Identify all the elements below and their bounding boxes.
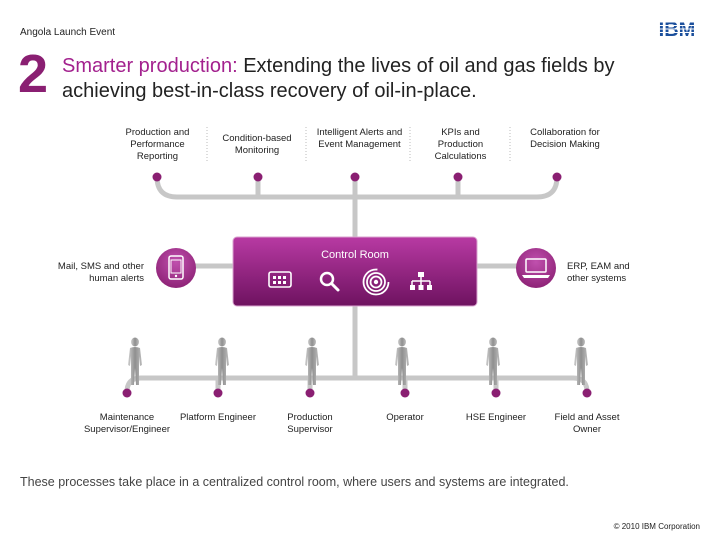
- user-label-production-supervisor: Production Supervisor: [287, 412, 333, 435]
- person-icon: [574, 337, 588, 385]
- ibm-logo: IBM: [654, 19, 700, 40]
- process-label-kpis: KPIs and Production Calculations: [434, 127, 487, 162]
- person-icon: [305, 337, 319, 385]
- label-separators: [206, 127, 511, 162]
- user-dot: [305, 388, 315, 398]
- process-label-monitoring: Condition-based Monitoring: [222, 133, 292, 156]
- process-dot: [552, 172, 562, 182]
- user-label-hse-engineer: HSE Engineer: [465, 412, 527, 423]
- user-dot: [122, 388, 132, 398]
- search-icon: [319, 271, 340, 292]
- process-label-collaboration: Collaboration for Decision Making: [530, 127, 600, 150]
- process-dots: [152, 172, 562, 182]
- wireless-signal-icon: [362, 268, 390, 296]
- user-label-platform-engineer: Platform Engineer: [179, 412, 257, 423]
- person-icon: [128, 337, 142, 385]
- user-dots: [122, 388, 592, 398]
- laptop-icon: [516, 248, 556, 288]
- network-hierarchy-icon: [410, 272, 432, 290]
- process-label-reporting: Production and Performance Reporting: [125, 127, 190, 162]
- footer-summary: These processes take place in a centrali…: [20, 475, 569, 489]
- top-connectors: [154, 174, 560, 239]
- process-dot: [253, 172, 263, 182]
- user-label-operator: Operator: [386, 412, 424, 423]
- user-figures: [128, 337, 588, 385]
- control-room-title: Control Room: [321, 249, 389, 261]
- slide-number: 2: [18, 44, 48, 104]
- user-dot: [400, 388, 410, 398]
- mail-sms-label: Mail, SMS and other human alerts: [57, 261, 144, 284]
- process-dot: [350, 172, 360, 182]
- person-icon: [486, 337, 500, 385]
- bottom-connectors: [124, 303, 590, 395]
- user-dot: [582, 388, 592, 398]
- process-dot: [453, 172, 463, 182]
- user-label-maintenance: Maintenance Supervisor/Engineer: [83, 412, 171, 435]
- user-dot: [491, 388, 501, 398]
- title-rest: Extending the lives of oil and gas field…: [62, 55, 615, 102]
- mobile-phone-icon: [156, 248, 196, 288]
- user-dot: [213, 388, 223, 398]
- dashboard-icon: [268, 271, 292, 288]
- process-label-alerts: Intelligent Alerts and Event Management: [316, 127, 403, 150]
- person-icon: [215, 337, 229, 385]
- control-room: Control Room: [232, 236, 478, 307]
- event-label: Angola Launch Event: [20, 27, 116, 38]
- slide-title: Smarter production: Extending the lives …: [62, 54, 702, 104]
- process-dot: [152, 172, 162, 182]
- copyright: © 2010 IBM Corporation: [613, 522, 700, 531]
- person-icon: [395, 337, 409, 385]
- erp-eam-label: ERP, EAM and other systems: [567, 261, 630, 284]
- title-accent: Smarter production:: [62, 55, 238, 77]
- user-label-field-asset-owner: Field and Asset Owner: [554, 412, 620, 435]
